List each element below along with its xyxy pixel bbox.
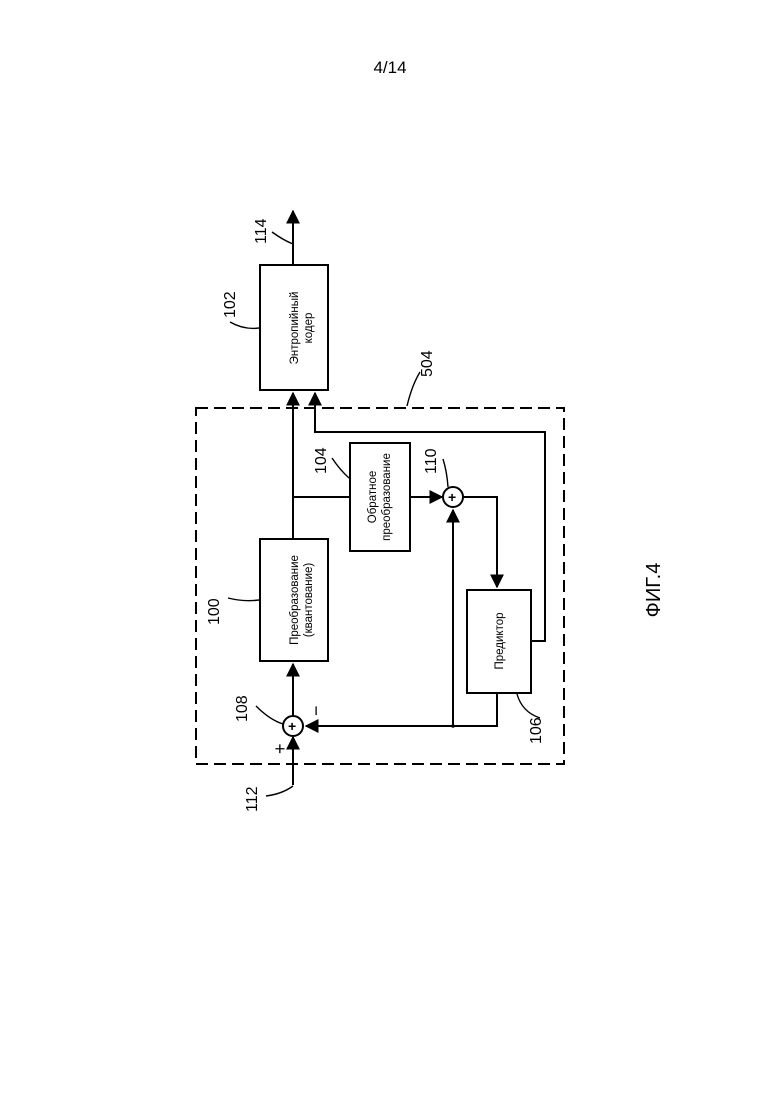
input-adder-minus-sign: − xyxy=(306,705,326,716)
ref-102: 102 xyxy=(222,291,239,318)
inverse-transform-label-line2: преобразование xyxy=(381,453,393,541)
figure-caption: ФИГ.4 xyxy=(643,563,665,618)
input-adder-plus-sign: + xyxy=(270,743,290,754)
entropy-coder-label-line1: Энтропийный xyxy=(289,292,301,365)
ref-504: 504 xyxy=(419,350,436,377)
transform-label-line1: Преобразование xyxy=(289,555,301,645)
leader-line-100 xyxy=(228,598,259,601)
ref-110: 110 xyxy=(423,448,440,474)
junction-dot xyxy=(451,724,455,728)
reconstruction-to-predictor-line xyxy=(463,497,497,587)
reconstruction-adder-symbol: + xyxy=(448,489,456,505)
leader-line-110 xyxy=(443,459,448,487)
leader-line-104 xyxy=(332,458,349,478)
leader-line-106 xyxy=(517,694,540,718)
entropy-coder-label-line2: кодер xyxy=(303,313,315,344)
ref-112: 112 xyxy=(244,786,261,812)
ref-114: 114 xyxy=(253,218,270,244)
predictor-label: Предиктор xyxy=(494,612,506,669)
input-adder-symbol: + xyxy=(288,718,296,734)
ref-108: 108 xyxy=(234,695,251,722)
leader-line-114 xyxy=(272,232,293,244)
inverse-transform-block xyxy=(350,443,410,551)
ref-106: 106 xyxy=(528,717,545,744)
ref-100: 100 xyxy=(206,598,223,625)
leader-line-102 xyxy=(230,322,259,328)
transform-label-line2: (квантование) xyxy=(303,563,315,638)
inverse-transform-label-line1: Обратное xyxy=(367,471,379,523)
leader-line-108 xyxy=(256,706,283,724)
ref-104: 104 xyxy=(313,447,330,474)
leader-line-112 xyxy=(266,786,293,796)
prediction-feedback-line xyxy=(306,693,497,726)
